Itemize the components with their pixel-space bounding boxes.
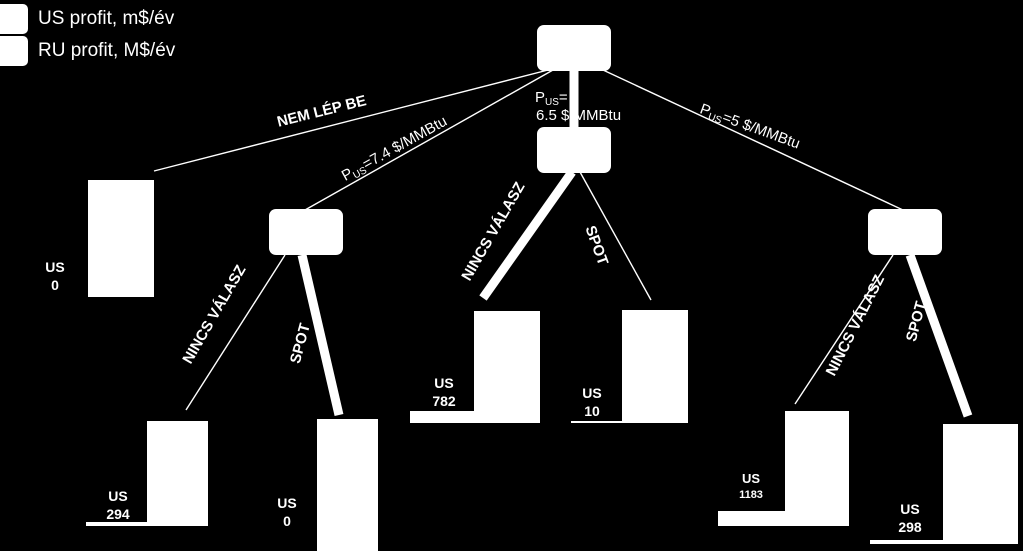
edge-left-spot bbox=[297, 253, 344, 417]
payoff-left-no-response-value: 294 bbox=[106, 506, 130, 522]
legend-ru-profit: RU profit, M$/év bbox=[0, 36, 175, 66]
payoff-left-no-response-label: US bbox=[108, 488, 128, 504]
mid-node bbox=[537, 127, 611, 173]
payoff-right-spot-label: US bbox=[900, 501, 920, 517]
payoff-left-spot-label: US bbox=[277, 495, 297, 511]
payoff-not-enter: US 0 bbox=[38, 258, 72, 294]
payoff-right-spot: US 298 bbox=[890, 500, 930, 536]
legend-ru-swatch bbox=[0, 36, 28, 66]
payoff-bar-left-spot-ru bbox=[317, 419, 378, 551]
edge-right-spot bbox=[905, 253, 973, 418]
payoff-left-spot: US 0 bbox=[270, 494, 304, 530]
legend-us-profit: US profit, m$/év bbox=[0, 4, 174, 34]
payoff-mid-spot-value: 10 bbox=[584, 403, 600, 419]
edge-root-right bbox=[602, 69, 904, 211]
edge-mid-spot bbox=[579, 171, 652, 301]
payoff-bar-mid-no-response-ru bbox=[474, 311, 540, 423]
payoff-bar-right-no-response-ru bbox=[785, 411, 849, 526]
label-mid-price-suffix: = bbox=[558, 89, 568, 106]
payoff-mid-spot: US 10 bbox=[575, 384, 609, 420]
payoff-mid-no-response-value: 782 bbox=[432, 393, 456, 409]
payoff-mid-spot-label: US bbox=[582, 385, 602, 401]
payoff-not-enter-label: US bbox=[45, 259, 65, 275]
payoff-right-no-response-value: 1183 bbox=[739, 489, 763, 501]
label-mid-price-line2: 6.5 $/MMBtu bbox=[536, 107, 622, 124]
edge-left-no-response bbox=[185, 254, 286, 411]
payoff-mid-no-response: US 782 bbox=[424, 374, 464, 410]
label-mid-price-line1: PUS= bbox=[535, 89, 568, 108]
edge-mid-no-response bbox=[479, 169, 576, 301]
label-mid-price-sub: US bbox=[545, 97, 559, 108]
payoff-not-enter-value: 0 bbox=[51, 277, 59, 293]
legend-ru-label: RU profit, M$/év bbox=[38, 40, 176, 61]
payoff-left-no-response: US 294 bbox=[98, 487, 138, 523]
payoff-bar-mid-spot-ru bbox=[622, 310, 688, 423]
root-node bbox=[537, 25, 611, 71]
payoff-mid-no-response-label: US bbox=[434, 375, 454, 391]
payoff-bar-not-enter bbox=[88, 180, 154, 297]
right-node bbox=[868, 209, 942, 255]
label-mid-price-prefix: P bbox=[535, 89, 546, 106]
legend-us-label: US profit, m$/év bbox=[38, 8, 175, 29]
payoff-right-no-response: US 1183 bbox=[733, 471, 769, 503]
edge-root-left bbox=[304, 69, 554, 211]
payoff-right-no-response-label: US bbox=[741, 471, 761, 486]
payoff-left-spot-value: 0 bbox=[283, 513, 291, 529]
edge-root-not-enter bbox=[153, 69, 549, 172]
legend-us-swatch bbox=[0, 4, 28, 34]
payoff-bar-right-spot-ru bbox=[943, 424, 1018, 544]
payoff-bar-left-no-response-ru bbox=[147, 421, 208, 526]
payoff-right-spot-value: 298 bbox=[898, 519, 922, 535]
left-node bbox=[269, 209, 343, 255]
edge-right-no-response bbox=[794, 254, 894, 405]
